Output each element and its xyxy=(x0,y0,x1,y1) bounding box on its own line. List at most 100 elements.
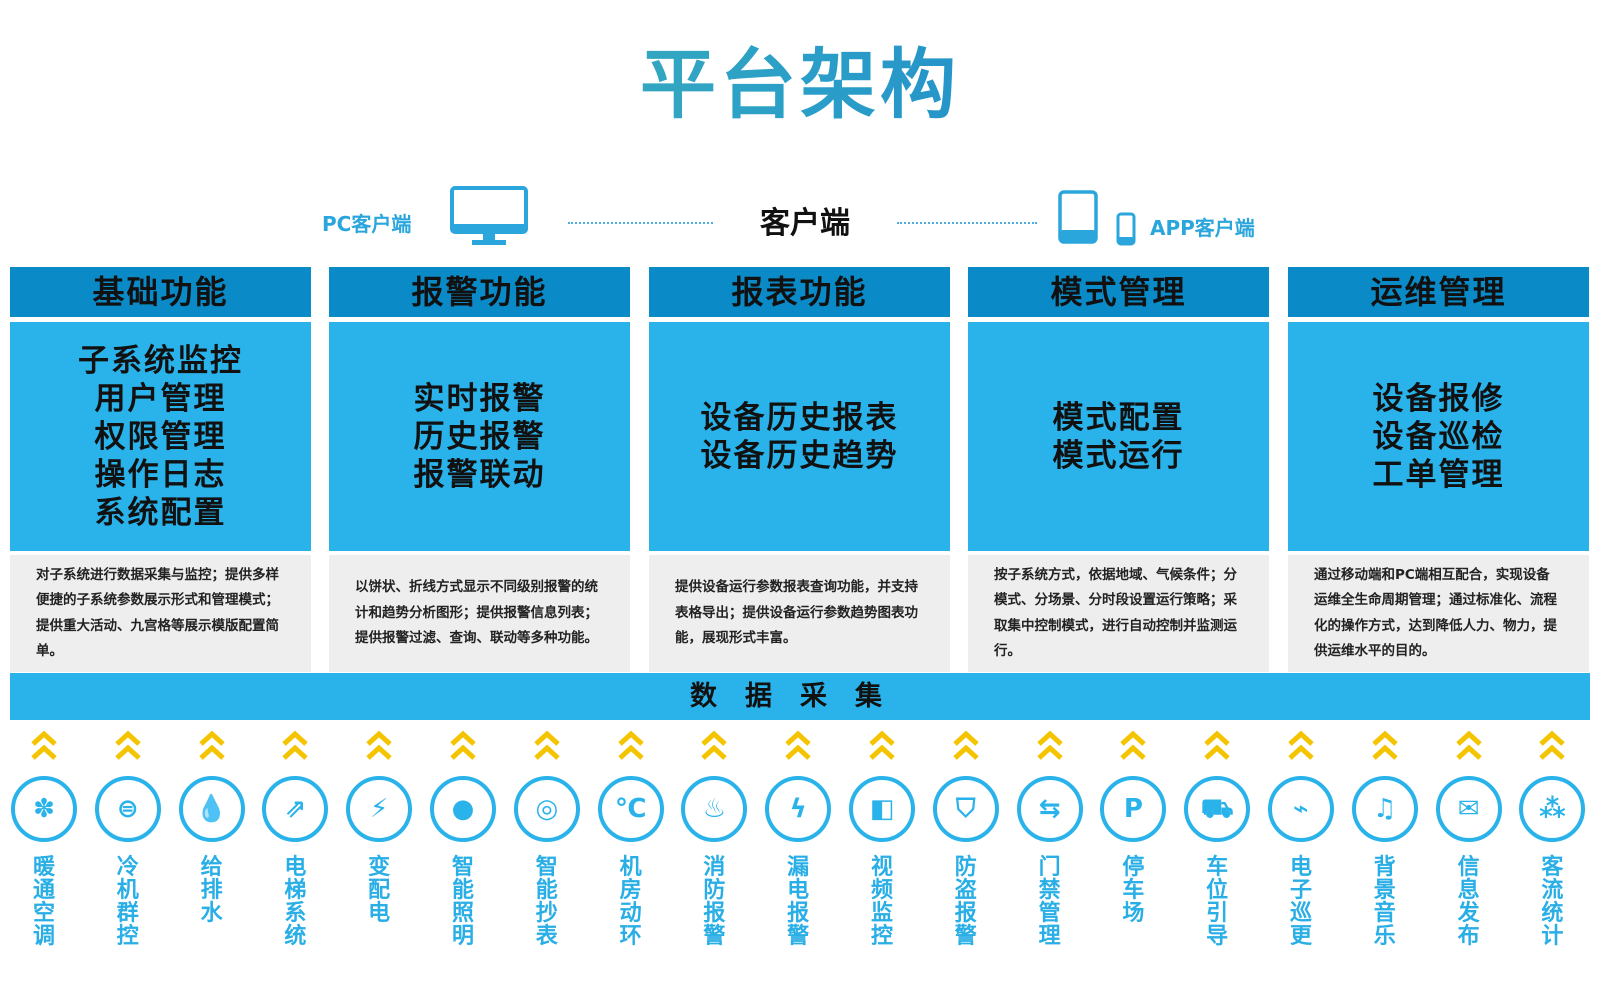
chevron-up-icon xyxy=(366,730,392,760)
data-collection-band: 数据采集 xyxy=(10,673,1590,720)
module-header: 报表功能 xyxy=(649,267,950,317)
module-item: 操作日志 xyxy=(94,456,227,493)
sensor-item: ✉信息发布 xyxy=(1429,728,1509,948)
water-drop-icon: 💧 xyxy=(195,794,228,824)
sensor-icon-ring: ϟ xyxy=(765,776,832,842)
module-description: 通过移动端和PC端相互配合，实现设备运维全生命周期管理；通过标准化、流程化的操作… xyxy=(1288,555,1589,672)
module-mode: 模式管理 模式配置 模式运行 按子系统方式，依据地域、气候条件；分模式、分场景、… xyxy=(968,267,1269,672)
app-client-label: APP客户端 xyxy=(1150,216,1255,240)
chevron-up-icon xyxy=(198,730,225,760)
connector-right xyxy=(897,222,1037,224)
sensor-icon-ring: ⛟ xyxy=(1184,776,1251,842)
music-icon: ♫ xyxy=(1373,794,1397,824)
patrol-icon: ⌁ xyxy=(1293,794,1309,824)
sensor-item: ⛉防盗报警 xyxy=(926,728,1006,948)
module-item: 模式配置 xyxy=(1052,399,1185,436)
shield-icon: ⛉ xyxy=(956,794,976,824)
sensor-label: 背景音乐 xyxy=(1373,855,1396,949)
chevron-up-icon xyxy=(1204,730,1230,760)
sensor-label: 电子巡更 xyxy=(1289,855,1312,949)
sensor-item: ⌁ 电子巡更 xyxy=(1261,728,1341,948)
lightning-icon: ϟ xyxy=(789,794,807,824)
sensor-item: 💧给排水 xyxy=(172,728,252,925)
message-icon: ✉ xyxy=(1457,794,1480,824)
sensor-icon-ring: ◎ xyxy=(513,776,580,842)
sensor-label: 门禁管理 xyxy=(1038,855,1061,949)
sensor-icon-ring: ⇗ xyxy=(262,776,329,842)
sensor-icon-ring: ● xyxy=(430,776,496,842)
module-item: 历史报警 xyxy=(413,418,546,455)
module-items: 子系统监控 用户管理 权限管理 操作日志 系统配置 xyxy=(10,322,311,551)
module-item: 设备巡检 xyxy=(1372,418,1505,455)
module-description: 对子系统进行数据采集与监控；提供多样便捷的子系统参数展示形式和管理模式；提供重大… xyxy=(10,555,311,672)
chevron-up-icon xyxy=(31,730,57,760)
chevron-up-icon xyxy=(282,730,309,760)
chevron-up-icon xyxy=(1539,730,1566,760)
module-item: 报警联动 xyxy=(413,456,546,493)
parking-icon: P xyxy=(1123,794,1143,824)
module-item: 设备报修 xyxy=(1372,380,1505,417)
phone-icon xyxy=(1116,212,1136,246)
sensor-label: 消防报警 xyxy=(703,855,726,949)
chiller-icon: ⊜ xyxy=(116,794,139,824)
camera-icon: ◧ xyxy=(869,794,895,824)
sensor-icon-ring: ♫ xyxy=(1351,776,1418,842)
sensor-label: 车位引导 xyxy=(1206,855,1229,949)
bulb-icon: ● xyxy=(451,794,475,824)
chevron-up-icon xyxy=(953,730,979,760)
sensor-item: ◎智能抄表 xyxy=(507,728,587,948)
sensor-label: 漏电报警 xyxy=(787,855,810,949)
sensor-label: 冷机群控 xyxy=(116,855,139,949)
module-report: 报表功能 设备历史报表 设备历史趋势 提供设备运行参数报表查询功能，并支持表格导… xyxy=(649,267,950,672)
module-items: 实时报警 历史报警 报警联动 xyxy=(329,322,630,551)
sensor-label: 客流统计 xyxy=(1541,855,1564,949)
connector-left xyxy=(568,222,713,224)
sensor-item: ⛟ 车位引导 xyxy=(1177,728,1257,948)
module-item: 工单管理 xyxy=(1372,456,1505,493)
fire-icon: ♨ xyxy=(702,794,727,824)
sensor-icon-ring: P xyxy=(1100,776,1167,842)
sensor-label: 暖通空调 xyxy=(32,855,55,949)
sensor-icon-ring: ⇆ xyxy=(1016,776,1083,842)
chevron-up-icon xyxy=(785,730,811,760)
chevron-up-icon xyxy=(1288,730,1314,760)
module-item: 模式运行 xyxy=(1052,437,1185,474)
sensor-icon-ring: ⛉ xyxy=(932,776,999,842)
chevron-up-icon xyxy=(617,730,644,760)
module-header: 运维管理 xyxy=(1288,267,1589,317)
module-description: 以饼状、折线方式显示不同级别报警的统计和趋势分析图形；提供报警信息列表；提供报警… xyxy=(329,555,630,672)
sensor-item: P 停车场 xyxy=(1093,728,1173,925)
sensor-item: ϟ 漏电报警 xyxy=(758,728,838,948)
sensor-icon-ring: ✽ xyxy=(11,776,77,842)
sensor-item: ♫ 背景音乐 xyxy=(1345,728,1425,948)
temperature-icon: ℃ xyxy=(614,794,647,824)
pc-client-label: PC客户端 xyxy=(322,212,412,236)
module-item: 用户管理 xyxy=(94,380,227,417)
sensor-icon-ring: ◧ xyxy=(849,776,915,842)
chevron-up-icon xyxy=(450,730,476,760)
sensor-icon-ring: ⊜ xyxy=(94,776,161,842)
sensor-icon-ring: ⁂ xyxy=(1519,776,1586,842)
sensor-icon-ring: ⚡ xyxy=(346,776,413,842)
sensor-icon-ring: 💧 xyxy=(178,776,245,842)
module-description: 按子系统方式，依据地域、气候条件；分模式、分场景、分时段设置运行策略；采取集中控… xyxy=(968,555,1269,672)
sensor-label: 智能照明 xyxy=(451,855,474,949)
car-icon: ⛟ xyxy=(1200,794,1234,824)
gate-icon: ⇆ xyxy=(1038,794,1061,824)
client-center-label: 客户端 xyxy=(760,206,850,241)
meter-icon: ◎ xyxy=(535,794,559,824)
module-header: 报警功能 xyxy=(329,267,630,317)
sensor-icon-ring: ✉ xyxy=(1435,776,1502,842)
module-items: 设备报修 设备巡检 工单管理 xyxy=(1288,322,1589,551)
sensor-item: ◧视频监控 xyxy=(842,728,922,948)
chevron-up-icon xyxy=(1120,730,1147,760)
chevron-up-icon xyxy=(1372,730,1398,760)
escalator-icon: ⇗ xyxy=(284,794,307,824)
sensor-label: 变配电 xyxy=(368,855,391,926)
sensor-icon-ring: ♨ xyxy=(681,776,748,842)
chevron-up-icon xyxy=(115,730,141,760)
sensor-label: 停车场 xyxy=(1122,855,1145,926)
monitor-icon xyxy=(450,186,528,245)
sensor-icon-ring: ⌁ xyxy=(1268,776,1334,842)
